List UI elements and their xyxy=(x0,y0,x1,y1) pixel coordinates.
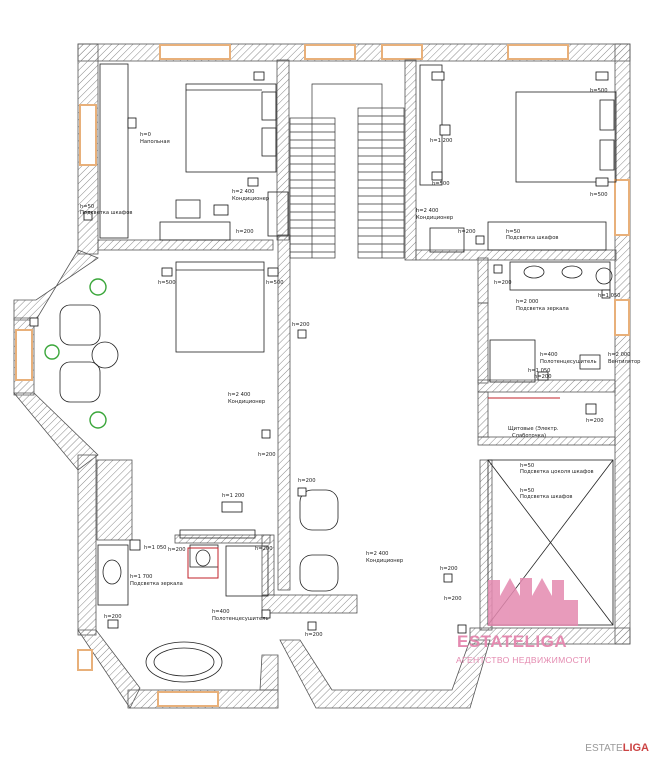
label-mirror-1: Подсветка зеркала xyxy=(516,306,569,312)
label-h500-e: h=500 xyxy=(590,192,608,198)
label-h500-d: h=500 xyxy=(590,88,608,94)
label-h200-e: h=200 xyxy=(534,374,552,380)
label-h1050-c: h=1 050 xyxy=(528,368,551,374)
label-panel-2: Слаботочка) xyxy=(512,433,546,439)
label-floor-heat: Напольная xyxy=(140,139,170,145)
sockets xyxy=(29,71,611,634)
label-h0: h=0 xyxy=(140,132,151,138)
label-towel-1-h: h=400 xyxy=(540,352,558,358)
label-ac-3: Кондиционер xyxy=(228,399,266,405)
wall-bay-left xyxy=(13,249,99,321)
label-mirror-2-h: h=1 700 xyxy=(130,574,153,580)
label-h200-g: h=200 xyxy=(258,452,276,458)
label-h200-b: h=200 xyxy=(458,229,476,235)
corner-logo: ESTATELIGA xyxy=(585,742,649,754)
label-ac-2-h: h=2 400 xyxy=(416,208,439,214)
label-towel-1: Полотенцесушитель xyxy=(540,359,597,365)
wall-bay-lower xyxy=(13,392,99,471)
label-h200-i: h=200 xyxy=(104,614,122,620)
corner-logo-suffix: LIGA xyxy=(622,742,649,754)
wall-bath-bottom-left xyxy=(77,629,141,709)
label-h200-d: h=200 xyxy=(292,322,310,328)
labels: h=0 Напольная h=2 400 Кондиционер h=50 П… xyxy=(80,88,641,638)
label-ac-2: Кондиционер xyxy=(416,215,454,221)
label-h200-j: h=200 xyxy=(298,478,316,484)
label-h500-a: h=500 xyxy=(158,280,176,286)
label-ac-1-h: h=2 400 xyxy=(232,189,255,195)
label-wardrobe-3-h: h=50 xyxy=(520,488,534,494)
label-towel-2-h: h=400 xyxy=(212,609,230,615)
label-wardrobe-2-h: h=50 xyxy=(506,229,520,235)
label-ac-1: Кондиционер xyxy=(232,196,270,202)
label-h1050-b: h=1 050 xyxy=(144,545,167,551)
label-h200-k: h=200 xyxy=(440,566,458,572)
watermark-name: ESTATELIGA xyxy=(457,632,568,651)
label-ac-4-h: h=2 400 xyxy=(366,551,389,557)
label-h200-f: h=200 xyxy=(586,418,604,424)
wall-bottom-mid-left xyxy=(261,594,358,614)
wall-left-lower xyxy=(77,454,97,636)
watermark-logo xyxy=(488,578,578,626)
label-ac-3-h: h=2 400 xyxy=(228,392,251,398)
label-plinth: Подсветка цоколя шкафов xyxy=(520,469,594,475)
label-h200-h: h=200 xyxy=(168,547,186,553)
bed-3 xyxy=(175,261,265,353)
label-towel-2: Полотенцесушитель xyxy=(212,616,269,622)
wall-bath-bottom-right xyxy=(259,654,279,691)
label-h500-b: h=500 xyxy=(266,280,284,286)
label-fan-h: h=2 000 xyxy=(608,352,631,358)
label-h500-c: h=500 xyxy=(432,181,450,187)
shower-right xyxy=(489,339,536,383)
label-h1200-a: h=1 200 xyxy=(430,138,453,144)
label-panel: Щитовые (Электр. xyxy=(508,426,559,432)
label-fan: Вентилятор xyxy=(608,359,641,365)
label-h200-l: h=200 xyxy=(305,632,323,638)
wall-bottom-right xyxy=(469,627,631,645)
watermark-subtitle: АГЕНТСТВО НЕДВИЖИМОСТИ xyxy=(456,655,591,665)
windows xyxy=(15,44,630,707)
label-h200-c: h=200 xyxy=(494,280,512,286)
label-plinth-h: h=50 xyxy=(520,463,534,469)
label-h200-n: h=200 xyxy=(444,596,462,602)
corner-logo-prefix: ESTATE xyxy=(585,743,623,754)
label-wardrobe-1: Подсветка шкафов xyxy=(80,210,132,216)
label-h200-m: h=200 xyxy=(255,546,273,552)
label-wardrobe-2: Подсветка шкафов xyxy=(506,235,558,241)
label-mirror-1-h: h=2 000 xyxy=(516,299,539,305)
label-wardrobe-3: Подсветка шкафов xyxy=(520,494,572,500)
label-h1050-a: h=1 050 xyxy=(598,293,621,299)
interior-walls xyxy=(96,59,617,631)
bathtub xyxy=(145,641,223,683)
label-wardrobe-1-h: h=50 xyxy=(80,204,94,210)
label-mirror-2: Подсветка зеркала xyxy=(130,581,183,587)
red-marks xyxy=(187,397,560,579)
furniture xyxy=(59,63,617,683)
plants xyxy=(44,278,107,429)
bed-2 xyxy=(515,91,617,183)
label-ac-4: Кондиционер xyxy=(366,558,404,564)
label-h1200-b: h=1 200 xyxy=(222,493,245,499)
label-h200-a: h=200 xyxy=(236,229,254,235)
shower-left xyxy=(225,545,269,597)
wall-right xyxy=(614,43,631,645)
stairs xyxy=(289,83,405,259)
